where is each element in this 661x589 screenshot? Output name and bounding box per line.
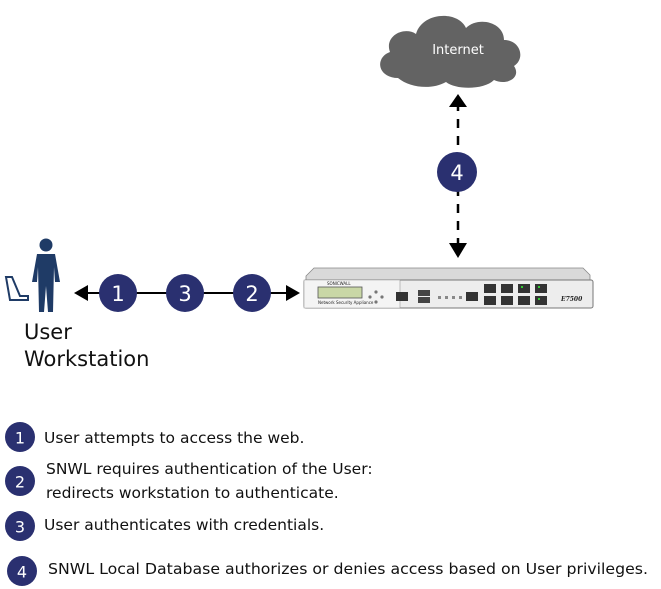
legend-badge-3-label: 3 [15, 518, 25, 537]
cloud-icon: Internet [380, 15, 521, 88]
cloud-label: Internet [432, 43, 484, 58]
appliance-model: E7500 [560, 296, 583, 303]
legend-text-3: User authenticates with credentials. [44, 516, 324, 534]
legend-badge-4 [7, 556, 37, 586]
legend-text-2-line1: SNWL requires authentication of the User… [46, 460, 373, 478]
legend-badge-1 [5, 422, 35, 452]
firewall-appliance-icon: SONICWALL Network Security Appliance E75… [303, 267, 594, 309]
user-label-line2: Workstation [24, 347, 149, 371]
legend-badge-3 [5, 511, 35, 541]
legend-text-4: SNWL Local Database authorizes or denies… [48, 560, 648, 578]
legend-badge-1-label: 1 [15, 429, 25, 448]
legend-item-2: 2 SNWL requires authentication of the Us… [5, 460, 373, 502]
appliance-brand: SONICWALL [327, 281, 351, 286]
step-badge-1: 1 [99, 274, 137, 312]
step-badge-3: 3 [166, 274, 204, 312]
legend-badge-4-label: 4 [17, 563, 27, 582]
step-badge-4-label: 4 [450, 161, 463, 185]
legend-item-4: 4 SNWL Local Database authorizes or deni… [7, 556, 648, 586]
appliance-subtitle: Network Security Appliance [318, 300, 374, 305]
legend-item-3: 3 User authenticates with credentials. [5, 511, 324, 541]
legend-text-1: User attempts to access the web. [44, 429, 304, 447]
step-badge-3-label: 3 [178, 282, 191, 306]
step-badge-2-label: 2 [245, 282, 258, 306]
legend-text-2-line2: redirects workstation to authenticate. [46, 484, 339, 502]
user-label-line1: User [24, 320, 72, 344]
laptop-icon [4, 276, 29, 301]
legend: 1 User attempts to access the web. 2 SNW… [5, 422, 648, 586]
legend-item-1: 1 User attempts to access the web. [5, 422, 304, 452]
user-icon [32, 238, 60, 312]
legend-badge-2-label: 2 [15, 473, 25, 492]
legend-badge-2 [5, 466, 35, 496]
step-badge-4: 4 [437, 152, 477, 192]
step-badge-1-label: 1 [111, 282, 124, 306]
step-badge-2: 2 [233, 274, 271, 312]
